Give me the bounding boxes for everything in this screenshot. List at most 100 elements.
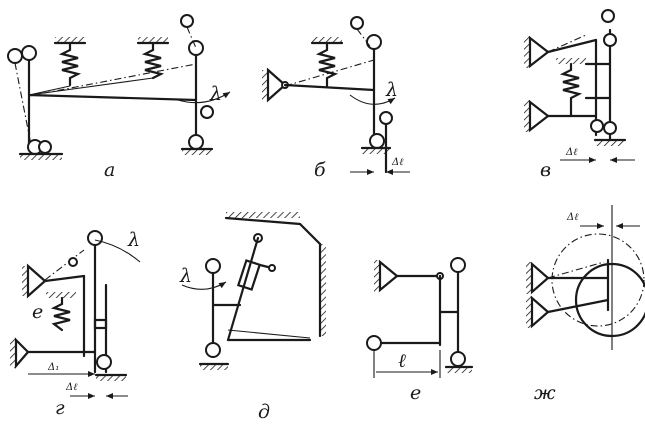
panel-label-b: б [314, 159, 326, 181]
panel-label-d: д [258, 401, 270, 423]
lower-lever [546, 298, 610, 314]
inclined-link [227, 329, 311, 339]
ground-support [446, 367, 472, 373]
l-label: ℓ [398, 350, 406, 372]
scheme-d: λ д [179, 212, 326, 423]
wall-support [262, 70, 268, 100]
panel-label-zh: ж [534, 382, 556, 404]
ground-support [182, 149, 212, 155]
lambda-label: λ [179, 265, 192, 287]
scheme-b: λ Δℓ б [262, 16, 410, 181]
roller-circle [603, 121, 617, 135]
wall-support [526, 262, 532, 294]
ground-support [595, 140, 625, 146]
pivot-triangle [378, 259, 399, 293]
panel-label-g: г [55, 397, 65, 419]
spring-support [556, 58, 586, 64]
displaced-lever [44, 249, 85, 281]
upper-lever [546, 38, 598, 54]
pivot-triangle [528, 99, 550, 133]
weight-circle [601, 9, 615, 23]
roller-circle [200, 105, 214, 119]
scheme-v: Δℓ в [524, 9, 635, 181]
panel-label-v: в [540, 159, 551, 181]
displaced-lever [284, 59, 375, 87]
housing-hatch [320, 244, 326, 336]
weight-circle [180, 14, 194, 28]
spring [315, 41, 339, 88]
rotation-arrow [349, 94, 396, 105]
weight-circle [450, 257, 466, 273]
weight-circle [87, 230, 103, 246]
spring [141, 41, 165, 80]
spring-link [28, 85, 71, 96]
weight-circle [603, 33, 617, 47]
pivot-triangle [530, 295, 550, 329]
pivot-triangle [26, 263, 47, 299]
slider-block [93, 318, 108, 330]
lambda-label: λ [209, 83, 222, 105]
wheel-circle [574, 262, 645, 338]
weight-circle [7, 48, 23, 64]
e-label: е [32, 301, 43, 323]
pivot-triangle [14, 337, 30, 369]
long-lever [27, 93, 198, 102]
scheme-e: ℓ е [366, 257, 474, 404]
dashed-circle [551, 233, 645, 327]
wall-support [526, 296, 532, 328]
wall-support [22, 266, 28, 296]
ground-support [362, 148, 390, 154]
pivot-triangle [530, 261, 550, 295]
panel-label-e: е [410, 382, 421, 404]
weight-circle [21, 45, 37, 61]
scheme-g: λ е Δ₁ Δℓ г [10, 229, 141, 419]
roller-circle [366, 335, 382, 351]
roller-circle [205, 342, 221, 358]
displaced-rod [356, 28, 373, 50]
pivot-triangle [528, 35, 550, 69]
joint-circle [268, 264, 276, 272]
spring [58, 41, 82, 87]
scheme-a: λ а [7, 14, 231, 181]
joint-circle [68, 257, 78, 267]
displaced-rod [14, 62, 33, 151]
lambda-label: λ [385, 79, 398, 101]
weight-circle [366, 34, 382, 50]
delta-l-label: Δℓ [391, 157, 403, 168]
upper-lever [43, 274, 86, 283]
pendulum-link [226, 236, 260, 342]
damper-cylinder [236, 259, 262, 291]
arc-path [94, 239, 141, 263]
weight-circle [188, 40, 204, 56]
wall-support [524, 36, 530, 68]
displaced-rod [186, 26, 197, 49]
weight-circle [350, 16, 364, 30]
wall-support [374, 260, 380, 292]
ground-support [96, 375, 126, 381]
ground-support [200, 364, 228, 370]
roller-circle [38, 140, 52, 154]
roller-circle [188, 134, 204, 150]
rotation-arrow [177, 91, 231, 104]
ceiling-support [55, 37, 85, 43]
roller-circle [450, 351, 466, 367]
lever [283, 83, 376, 92]
wall-support [524, 100, 530, 132]
rotation-arrow [181, 281, 227, 290]
spring-support [46, 292, 76, 298]
roller-circle [369, 133, 385, 149]
delta-l-label: Δℓ [565, 147, 577, 158]
panel-label-a: а [104, 159, 115, 181]
lambda-label: λ [127, 229, 140, 251]
weight-circle [205, 258, 221, 274]
displaced-lever [547, 261, 605, 279]
ceiling-support [312, 37, 342, 43]
spring [559, 62, 583, 118]
roller-circle [96, 354, 112, 370]
scheme-zh: Δℓ ж [526, 205, 645, 404]
displaced-lever [547, 34, 587, 53]
roller-circle [590, 119, 604, 133]
wall-support [10, 338, 16, 368]
housing-hatch [226, 212, 300, 218]
